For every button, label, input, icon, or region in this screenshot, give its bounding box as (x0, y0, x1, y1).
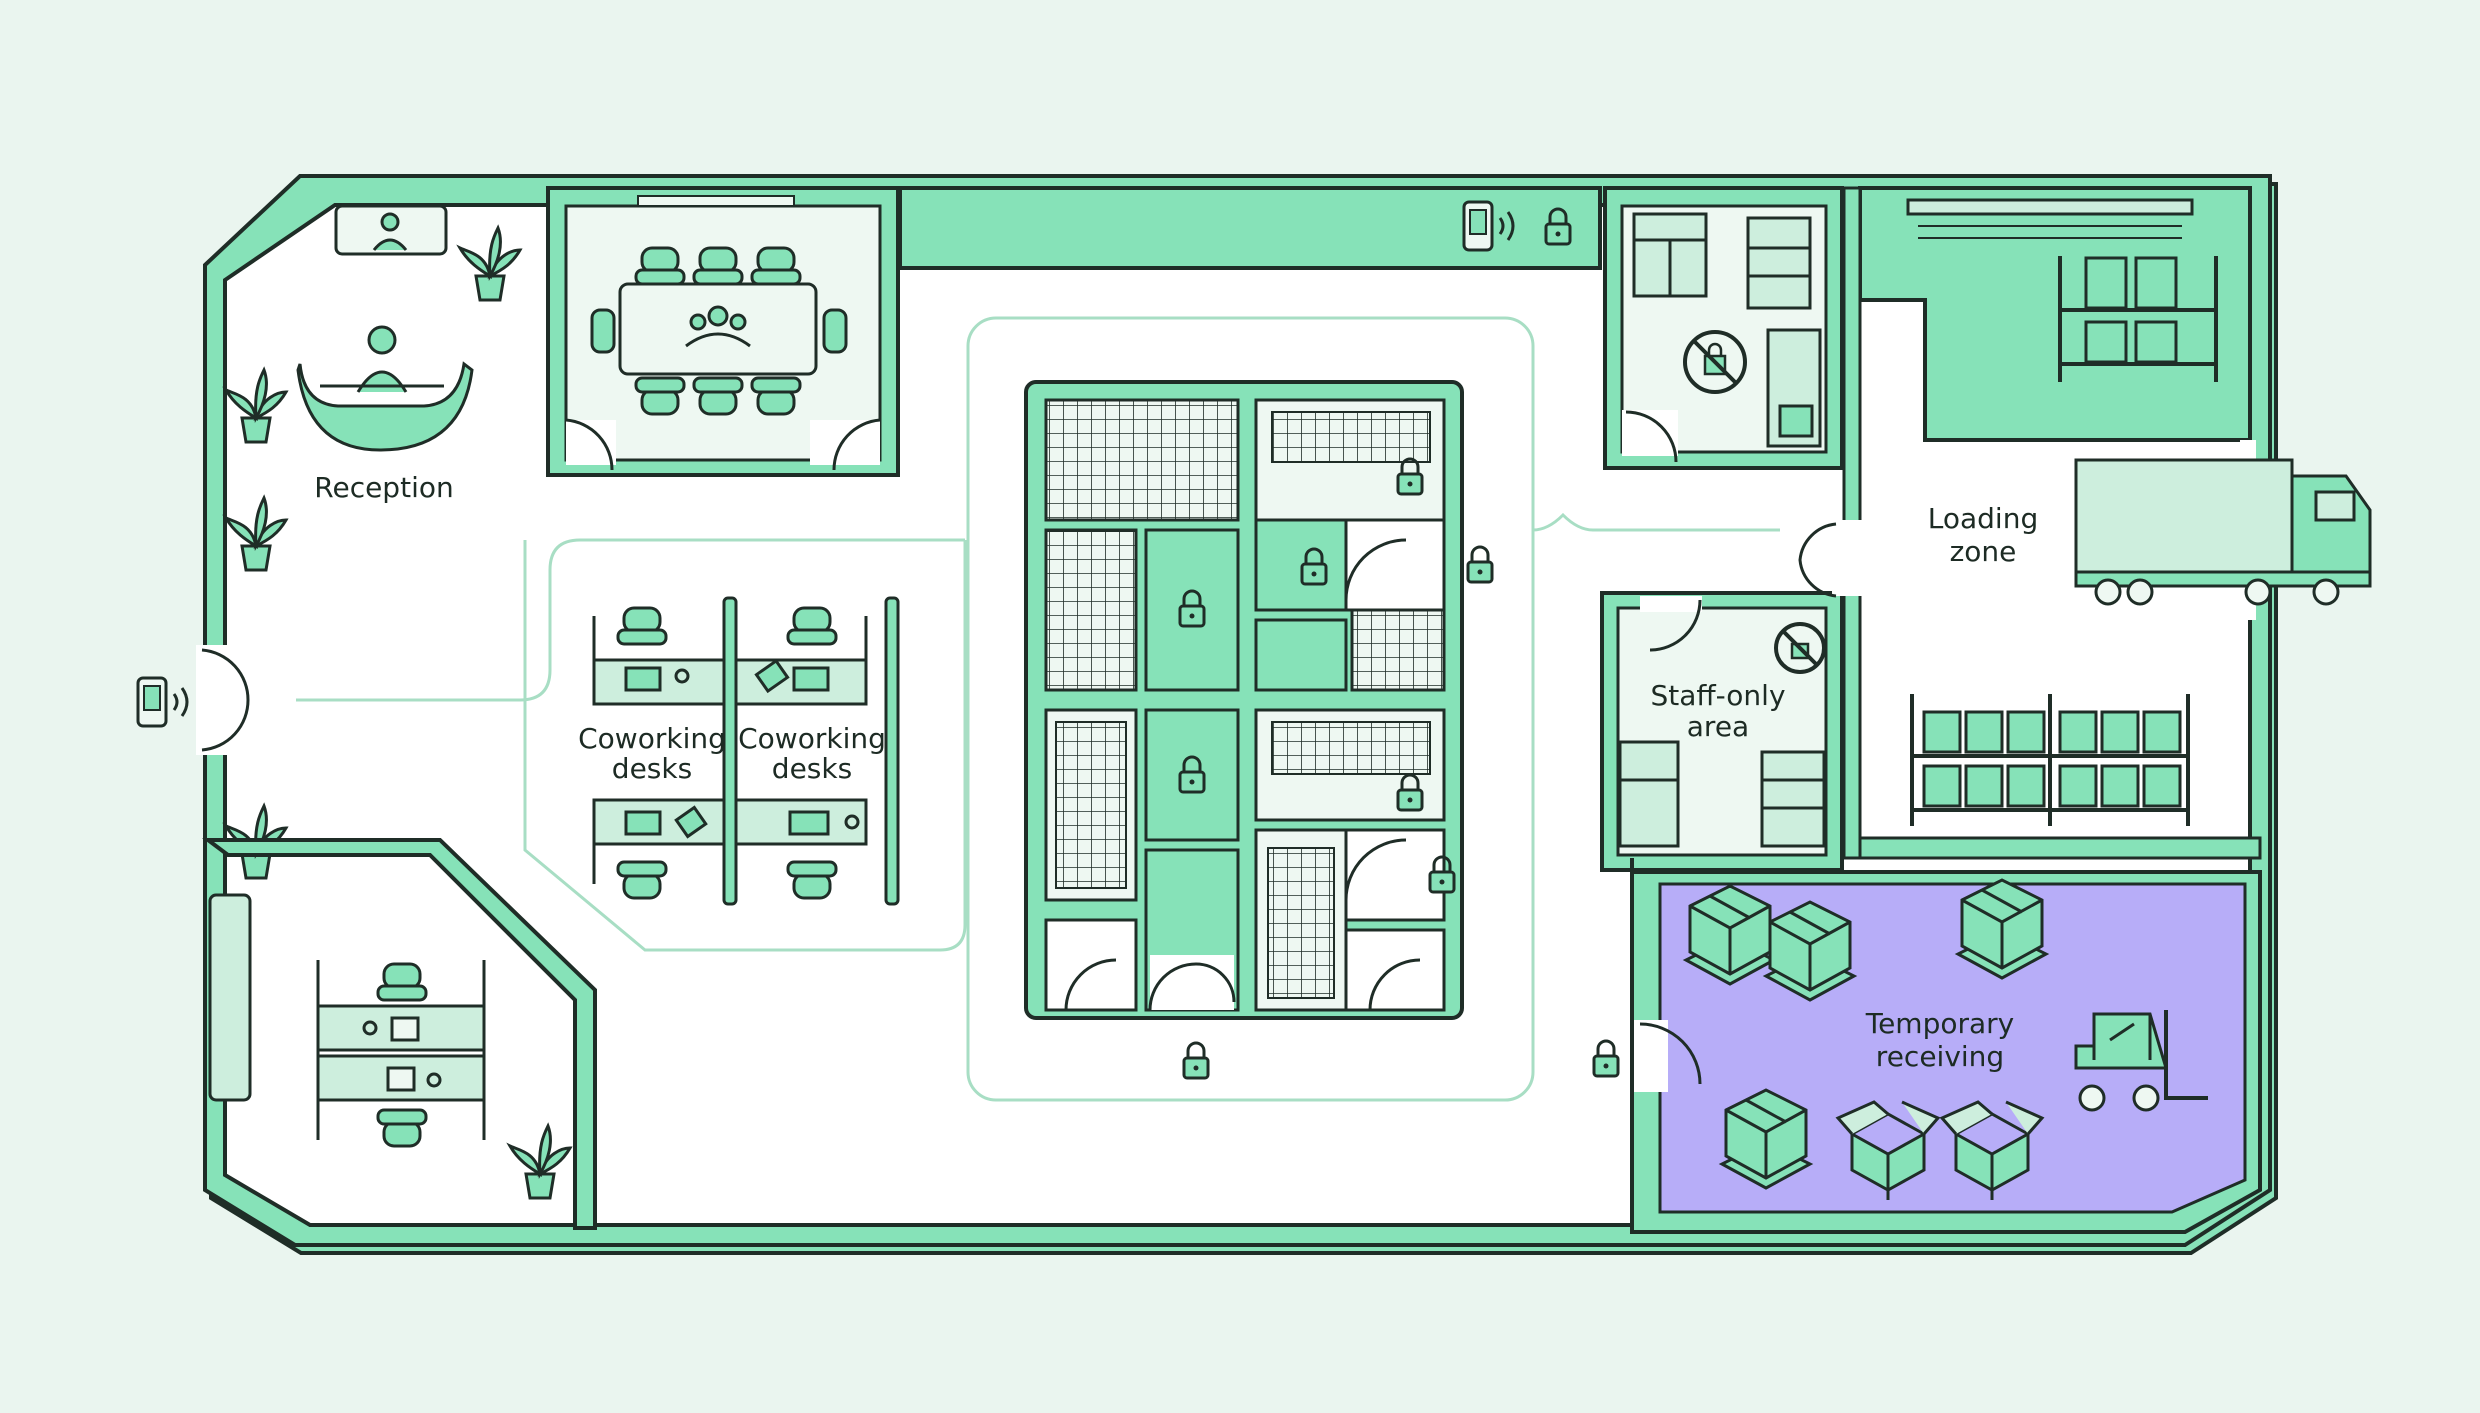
coworking-right-label: Coworking (738, 722, 886, 755)
coworking-left-label: Coworking (578, 722, 726, 755)
staff-only-label: area (1687, 710, 1749, 743)
corridor-guides (296, 316, 1780, 1102)
staff-only-area: Staff-only area (1600, 591, 1844, 872)
storage-shelf-lower (1910, 694, 2190, 826)
reception-label: Reception (314, 471, 453, 504)
no-access-icon (1683, 330, 1747, 394)
delivery-truck-icon (2074, 458, 2372, 606)
locker-block (1024, 380, 1464, 1020)
temporary-receiving-label: receiving (1876, 1040, 2004, 1073)
laptop-icon (792, 666, 830, 692)
coworking-right-label: desks (772, 752, 852, 785)
storage-shelf (2058, 256, 2218, 382)
laptop-icon (624, 666, 662, 692)
top-wall-band (898, 186, 1602, 270)
coworking-desks-area: Coworking desks Coworking desks (578, 596, 900, 906)
loading-zone: Loading zone (1798, 186, 2372, 860)
coworking-left-label: desks (612, 752, 692, 785)
temporary-receiving-area: Temporary receiving (1628, 870, 2262, 1234)
fridge-icon (1618, 740, 1680, 848)
no-access-icon (1774, 622, 1826, 674)
staff-only-label: Staff-only (1650, 679, 1785, 712)
entrance-access-reader (136, 676, 189, 728)
reception-area: Reception (296, 204, 474, 504)
forklift-icon (2074, 1010, 2208, 1112)
supply-room (1603, 186, 1844, 470)
copier-icon (1746, 216, 1812, 310)
temporary-receiving-label: Temporary (1865, 1007, 2015, 1040)
loading-zone-label: Loading (1928, 502, 2038, 535)
receptionist-desk (296, 325, 474, 452)
copier-icon (1760, 750, 1826, 848)
lower-left-office (202, 838, 597, 1230)
main-entrance-door[interactable] (196, 645, 250, 755)
meeting-room (546, 186, 900, 477)
meeting-table (618, 282, 818, 376)
loading-zone-label: zone (1950, 535, 2017, 568)
